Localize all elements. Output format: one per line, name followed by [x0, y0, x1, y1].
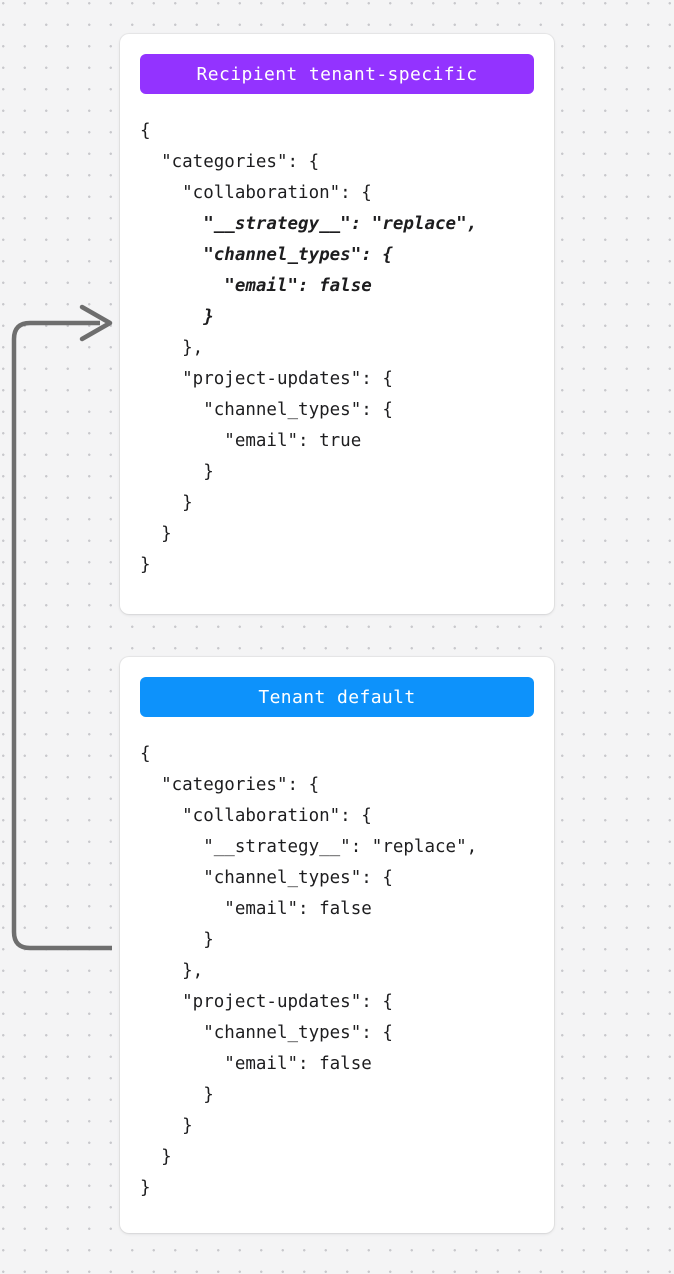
- card-recipient-tenant-specific: Recipient tenant-specific { "categories"…: [120, 34, 554, 614]
- code-line: }: [140, 1178, 151, 1198]
- code-line: "project-updates": {: [140, 369, 393, 389]
- code-line: "channel_types": {: [140, 400, 393, 420]
- code-line: "email": false: [140, 1054, 372, 1074]
- code-line: "email": true: [140, 431, 362, 451]
- card-header-tenant-default: Tenant default: [140, 677, 534, 717]
- code-line: },: [140, 338, 204, 358]
- code-line-highlighted: "__strategy__": "replace",: [140, 214, 478, 234]
- code-line: "collaboration": {: [140, 183, 372, 203]
- card-header-label: Recipient tenant-specific: [196, 63, 478, 85]
- code-line: "project-updates": {: [140, 992, 393, 1012]
- code-line: }: [140, 524, 172, 544]
- code-line: "collaboration": {: [140, 806, 372, 826]
- code-line: }: [140, 1116, 193, 1136]
- code-line: "channel_types": {: [140, 868, 393, 888]
- code-line: "__strategy__": "replace",: [140, 837, 478, 857]
- code-line: "channel_types": {: [140, 1023, 393, 1043]
- code-line: "categories": {: [140, 152, 320, 172]
- card-tenant-default: Tenant default { "categories": { "collab…: [120, 657, 554, 1233]
- code-line: }: [140, 1147, 172, 1167]
- json-code-recipient-tenant-specific: { "categories": { "collaboration": { "__…: [140, 116, 534, 581]
- code-line: }: [140, 930, 214, 950]
- connector-arrow: [11, 304, 113, 951]
- code-line: "email": false: [140, 899, 372, 919]
- code-line: }: [140, 462, 214, 482]
- json-code-tenant-default: { "categories": { "collaboration": { "__…: [140, 739, 534, 1204]
- code-line-highlighted: }: [140, 307, 214, 327]
- code-line: "categories": {: [140, 775, 320, 795]
- code-line-highlighted: "channel_types": {: [140, 245, 393, 265]
- code-line: }: [140, 493, 193, 513]
- code-line: {: [140, 744, 151, 764]
- code-line-highlighted: "email": false: [140, 276, 372, 296]
- code-line: },: [140, 961, 204, 981]
- card-header-recipient-tenant-specific: Recipient tenant-specific: [140, 54, 534, 94]
- card-header-label: Tenant default: [258, 686, 416, 708]
- code-line: }: [140, 1085, 214, 1105]
- code-line: {: [140, 121, 151, 141]
- code-line: }: [140, 555, 151, 575]
